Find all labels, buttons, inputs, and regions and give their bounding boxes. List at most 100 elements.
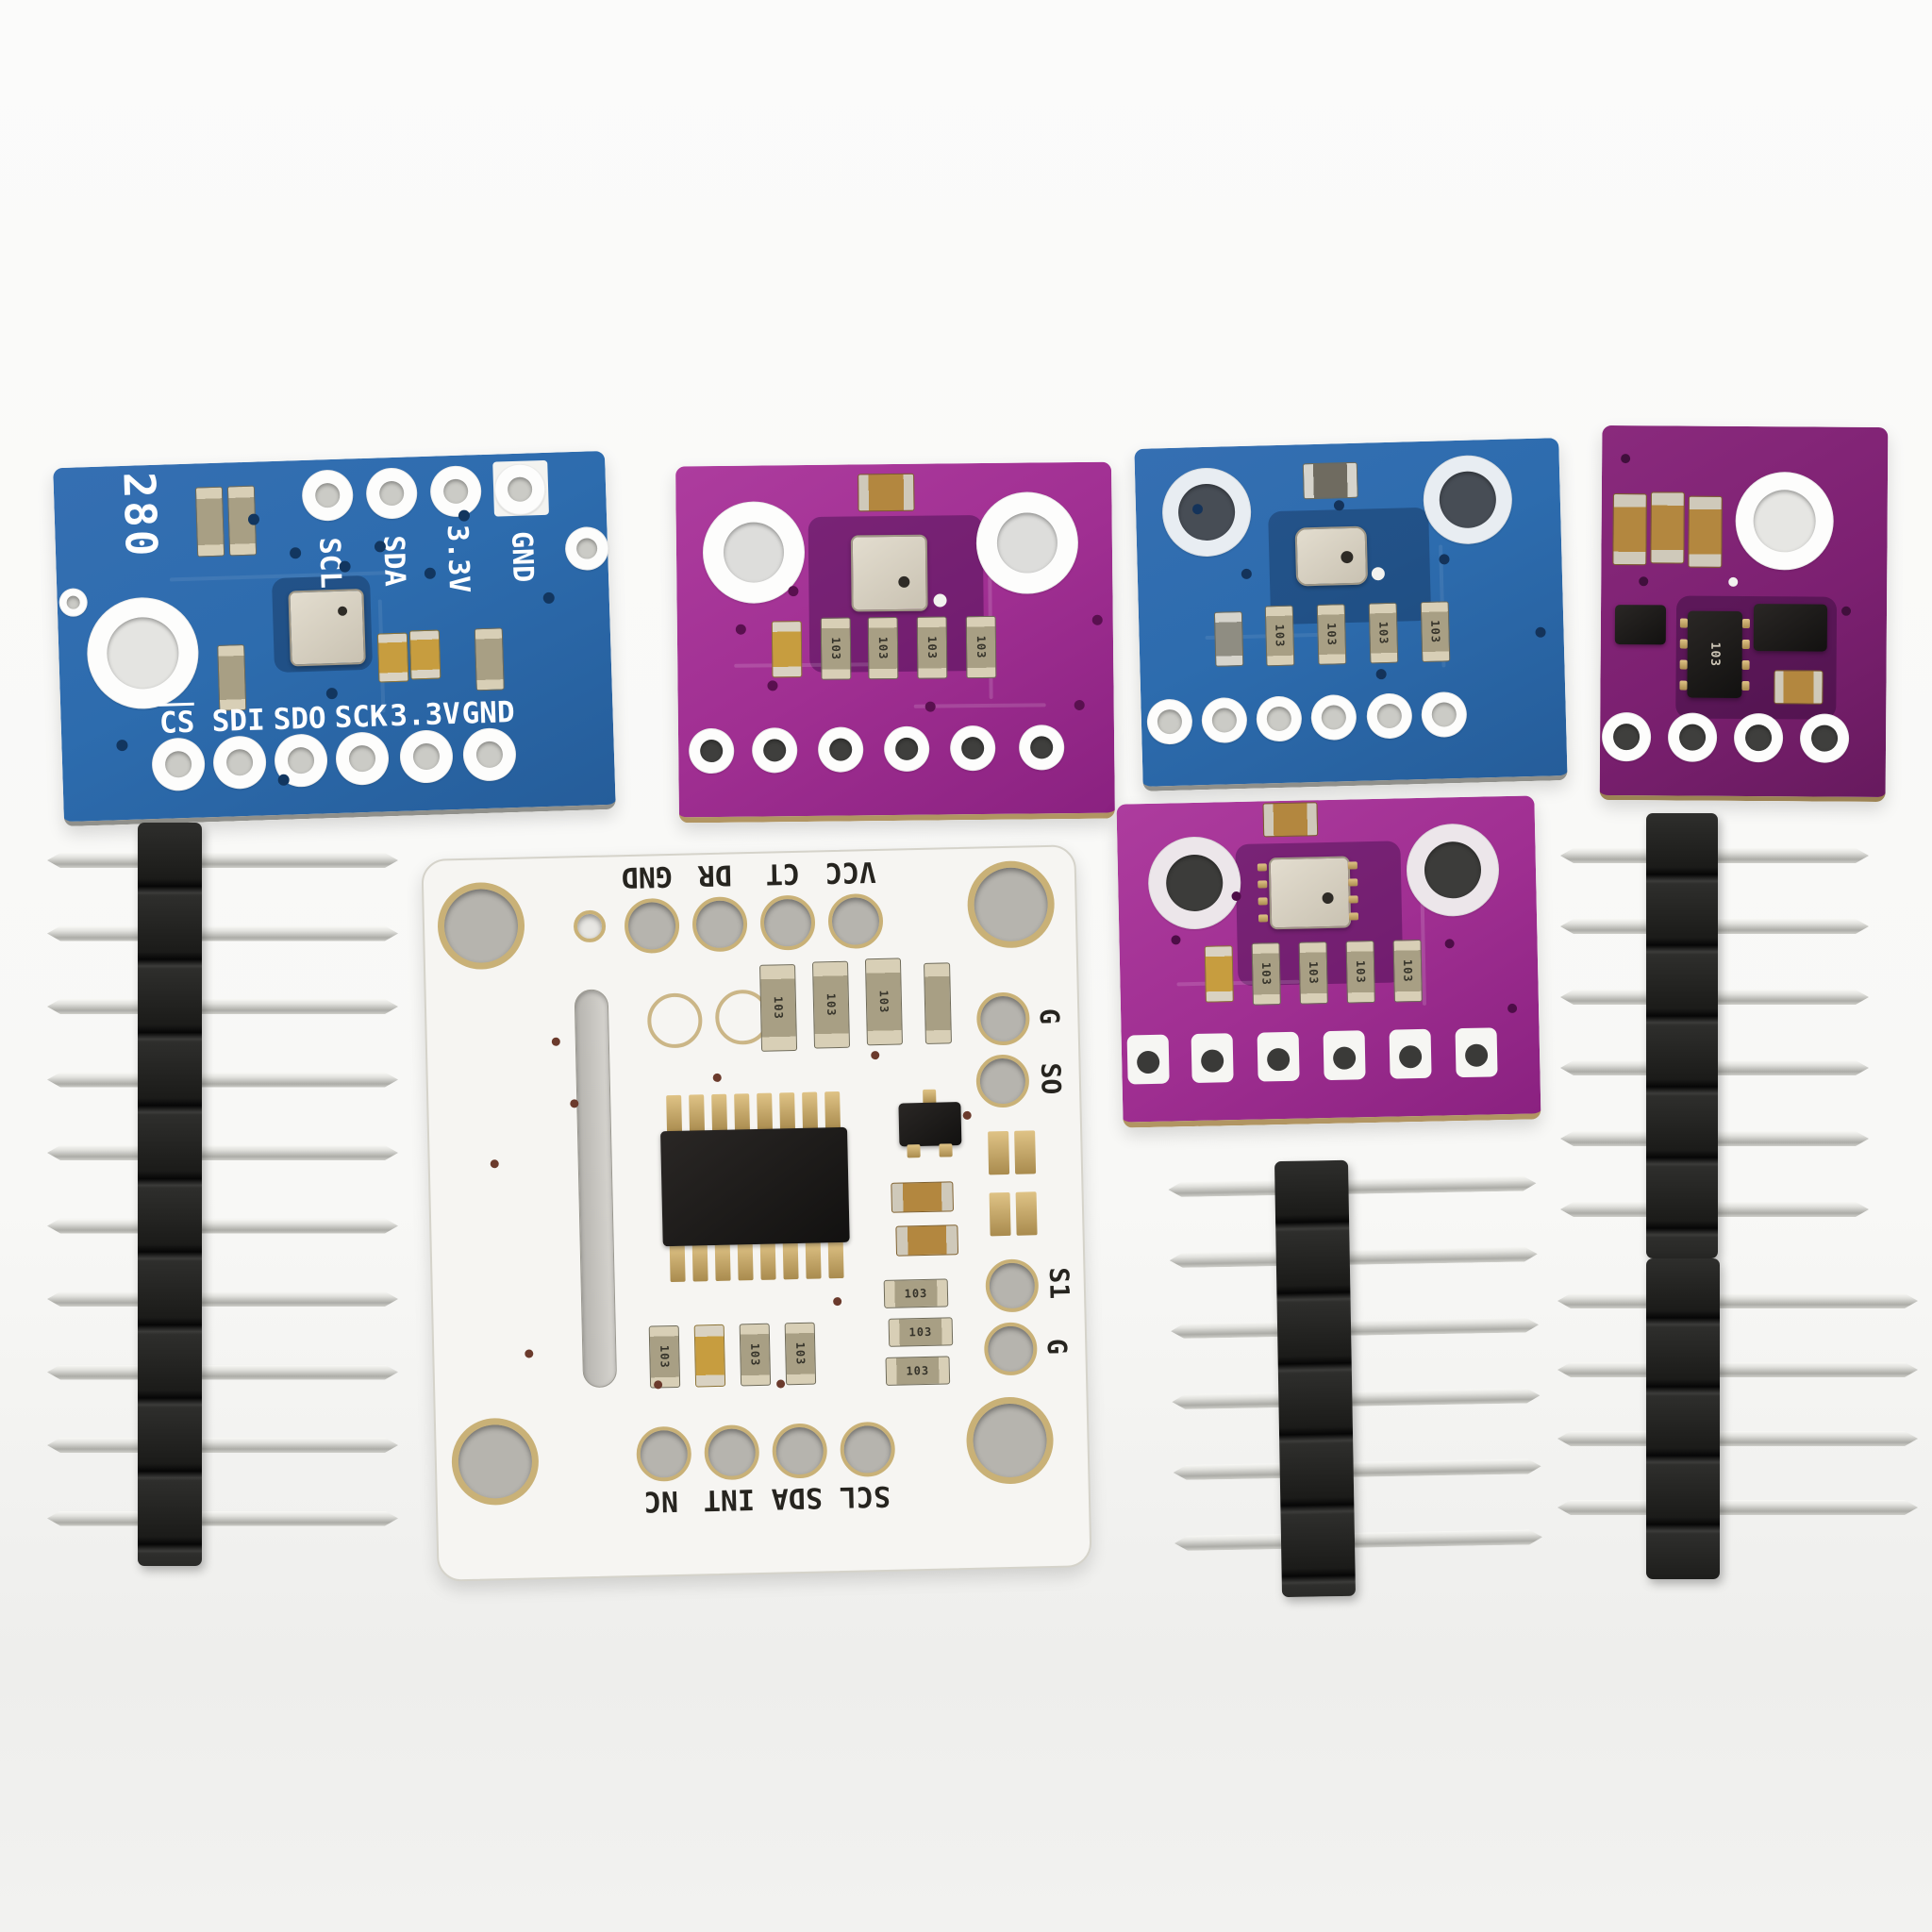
ic-pin-row-top <box>757 1092 774 1131</box>
resistor-marking: 103 <box>1353 959 1368 984</box>
pin-label: GND <box>461 695 516 731</box>
board-dark-purple-sensor: 103 <box>1599 425 1889 803</box>
header-plastic-strip <box>138 823 202 1566</box>
soic8-ic: 103 <box>1687 610 1743 698</box>
edge-hole <box>58 588 89 618</box>
mounting-hole <box>436 881 526 971</box>
header-pin <box>1714 1431 1918 1446</box>
sensor-vent-hole <box>1322 891 1334 905</box>
pin-hole <box>883 725 930 773</box>
pin-label: DR <box>697 858 733 892</box>
sensor-pin <box>1257 897 1268 906</box>
resistor: 103 <box>867 616 899 680</box>
header-pin <box>1712 1060 1869 1075</box>
ic-pin-row-bottom <box>737 1242 754 1281</box>
header-pin <box>1168 1180 1280 1197</box>
via <box>1639 576 1649 587</box>
solder-pad <box>1015 1191 1038 1236</box>
header-pin <box>1714 1362 1918 1377</box>
via <box>339 560 351 573</box>
pin-hole-g1 <box>975 991 1031 1046</box>
ic-pin <box>1679 659 1688 670</box>
pin-hole <box>1667 712 1718 762</box>
header-pin <box>1712 919 1869 934</box>
resistor: 103 <box>916 616 948 679</box>
pin-hole <box>335 731 390 787</box>
board-blue-bmp280-i2c: 103 103 103 103 <box>1134 438 1568 791</box>
pin-hole-g2 <box>983 1322 1038 1376</box>
header-pin <box>47 1145 143 1160</box>
pin-label: GND <box>505 530 540 583</box>
bmp280-sensor <box>1294 525 1369 587</box>
pin-label: SCL <box>839 1478 891 1514</box>
bmp280-sensor <box>1268 856 1352 930</box>
via <box>962 1110 972 1121</box>
pin-hole <box>817 726 864 773</box>
resistor-marking: 103 <box>875 636 891 660</box>
ic-pin-row-top <box>666 1094 683 1134</box>
pin-hole <box>1310 693 1357 741</box>
board-white-interface: GND DR CT VCC 103 103 103 G SO S1 G <box>421 844 1092 1582</box>
via <box>1171 935 1181 945</box>
pin-hole-scl <box>301 469 355 522</box>
capacitor <box>408 629 441 680</box>
header-pin <box>196 853 398 868</box>
resistor <box>194 486 225 558</box>
ic-pin-row-top <box>689 1094 706 1133</box>
via <box>1091 614 1103 625</box>
mounting-hole <box>975 491 1079 595</box>
header-pin <box>1714 1293 1918 1308</box>
resistor-marking: 103 <box>824 992 839 1017</box>
sot23-ic <box>898 1102 962 1147</box>
resistor <box>217 643 247 711</box>
header-pin <box>1560 1131 1652 1146</box>
header-pin <box>47 1072 143 1088</box>
capacitor <box>771 621 803 678</box>
header-pin <box>47 925 143 941</box>
resistor-marking: 103 <box>793 1341 808 1366</box>
edge-hole <box>564 525 609 572</box>
sensor-vent-hole <box>1341 550 1354 564</box>
header-pin <box>1560 1202 1652 1217</box>
header-pin <box>1557 1362 1652 1377</box>
resistor <box>474 627 505 691</box>
sot-ic <box>1753 604 1828 652</box>
via <box>1507 1003 1518 1014</box>
pin-hole <box>1601 711 1652 762</box>
solder-pad <box>1014 1130 1037 1174</box>
capacitor <box>1213 611 1244 667</box>
pin-hole <box>691 896 748 953</box>
fiducial-hole <box>573 909 607 943</box>
via <box>1621 454 1631 464</box>
via <box>1444 939 1455 949</box>
ic-pin-row-bottom <box>714 1242 731 1282</box>
board-blue-bmp280-spi: 280 SCL SDA 3.3V GND CS SDI SDO SCK 3.3V… <box>53 450 616 827</box>
resistor: 103 <box>648 1324 681 1389</box>
resistor: 103 <box>1345 940 1375 1004</box>
header-pin <box>1712 848 1869 863</box>
via <box>551 1037 560 1046</box>
capacitor <box>1774 670 1824 705</box>
pin-hole <box>772 1423 828 1479</box>
header-pin <box>196 1365 398 1380</box>
via <box>1840 606 1852 616</box>
pin-hole <box>462 727 517 782</box>
header-pin <box>196 1145 398 1160</box>
pin-label: 3.3V <box>440 524 476 594</box>
header-pin <box>1348 1458 1541 1477</box>
header-pin <box>1349 1529 1542 1548</box>
ic-pin-row-top <box>824 1091 841 1130</box>
resistor: 103 <box>885 1356 951 1386</box>
ic-pin <box>1741 659 1750 671</box>
ic-pin <box>1679 639 1688 649</box>
pin-hole <box>1256 695 1303 742</box>
header-pin <box>47 1218 143 1234</box>
pin-hole <box>636 1425 692 1482</box>
resistor: 103 <box>1251 942 1281 1006</box>
pin-hole <box>688 727 735 774</box>
resistor-marking: 103 <box>1258 961 1274 986</box>
pin-hole <box>1018 724 1065 771</box>
header-pin <box>1170 1251 1282 1268</box>
header-pin <box>1712 1131 1869 1146</box>
header-pin <box>1346 1388 1540 1407</box>
